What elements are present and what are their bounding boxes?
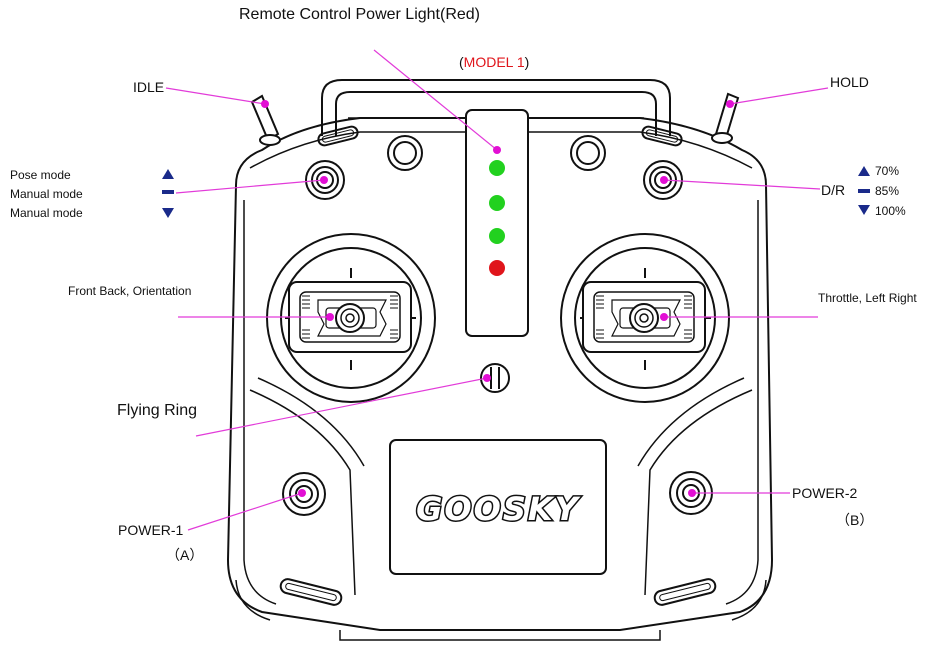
mode-down-icon (162, 208, 174, 218)
front-back-label: Front Back, Orientation (68, 284, 192, 298)
pointer-dots (261, 100, 734, 497)
dr-100-label: 100% (875, 204, 906, 218)
left-gimbal-trim-ticks (302, 295, 398, 339)
right-gimbal[interactable] (560, 233, 730, 403)
power-1-sub-label: （A） (166, 547, 204, 563)
right-gimbal-trim-ticks (596, 295, 692, 339)
leader-lines (165, 49, 829, 531)
flying-ring-label: Flying Ring (117, 402, 198, 419)
brand-logo: GOOSKY (416, 490, 581, 528)
top-slots (317, 125, 683, 147)
model-label: (MODEL 1) (459, 54, 529, 70)
dr-up-icon (858, 166, 870, 176)
hold-label: HOLD (830, 74, 869, 90)
led-green-2 (489, 195, 505, 211)
led-red (489, 260, 505, 276)
bottom-slots (279, 578, 717, 606)
mode-pose-label: Pose mode (10, 168, 71, 182)
top-left-button[interactable] (387, 135, 423, 171)
top-right-button[interactable] (570, 135, 606, 171)
dr-dash-icon (858, 189, 870, 193)
model-close: ) (524, 54, 530, 70)
led-green-1 (489, 160, 505, 176)
brand-screen: GOOSKY (389, 439, 607, 575)
power-light-title: Remote Control Power Light(Red) (239, 6, 480, 23)
power-2-sub-label: （B） (836, 512, 874, 528)
model-text: MODEL 1 (463, 54, 525, 70)
model-open: ( (459, 54, 464, 70)
idle-switch[interactable] (250, 94, 281, 146)
mode-manual-label-2: Manual mode (10, 206, 83, 220)
dr-down-icon (858, 205, 870, 215)
dr-85-label: 85% (875, 184, 900, 198)
hold-switch[interactable] (711, 92, 740, 144)
mode-up-icon (162, 169, 174, 179)
power-1-label: POWER-1 (118, 522, 184, 538)
idle-label: IDLE (133, 79, 165, 95)
led-panel (465, 109, 529, 337)
dr-70-label: 70% (875, 164, 900, 178)
power-2-label: POWER-2 (792, 485, 858, 501)
left-gimbal[interactable] (266, 233, 436, 403)
led-green-3 (489, 228, 505, 244)
dr-label: D/R (821, 182, 846, 198)
throttle-label: Throttle, Left Right (818, 291, 917, 305)
mode-manual-label-1: Manual mode (10, 187, 83, 201)
mode-dash-icon (162, 190, 174, 194)
